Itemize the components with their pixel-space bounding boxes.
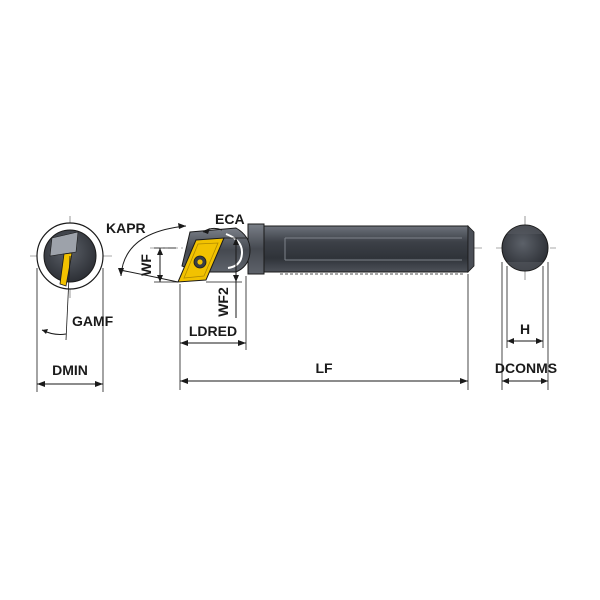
- kapr-arrowhead-upper: [178, 223, 186, 229]
- gamf-arrowhead: [42, 329, 48, 334]
- shank-chamfer: [467, 225, 475, 273]
- lf-arrow-left: [180, 378, 188, 384]
- kapr-label: KAPR: [106, 220, 146, 236]
- ldred-arrow-right: [238, 340, 246, 346]
- eca-angle-arc: [202, 227, 223, 233]
- side-view: KAPR ECA WF WF2 LDRED LF: [106, 211, 482, 390]
- chip-pocket: [49, 231, 79, 257]
- shank-flat-bottom: [507, 262, 543, 271]
- shank-end-face: [501, 224, 549, 272]
- dmin-label: DMIN: [52, 362, 88, 378]
- dmin-arrow-right: [95, 381, 103, 387]
- wf-arrow-top: [157, 248, 163, 255]
- kapr-reference-line: [119, 269, 179, 283]
- wf-label: WF: [138, 254, 154, 276]
- dconms-arrow-right: [541, 378, 548, 384]
- dconms-label: DCONMS: [495, 360, 557, 376]
- insert-screw-hole: [197, 259, 203, 265]
- dmin-arrow-left: [37, 381, 45, 387]
- wf2-arrow-top: [233, 238, 239, 245]
- rear-end-view: H DCONMS: [495, 216, 557, 390]
- h-label: H: [520, 321, 530, 337]
- lf-label: LF: [315, 360, 333, 376]
- kapr-arrowhead-lower: [118, 268, 124, 276]
- wf2-label: WF2: [215, 287, 231, 317]
- gamf-reference-line: [65, 255, 71, 341]
- shank-flat-top: [507, 225, 543, 234]
- eca-label: ECA: [215, 211, 245, 227]
- wf-arrow-bottom: [157, 275, 163, 282]
- ldred-label: LDRED: [189, 323, 237, 339]
- front-end-view: GAMF DMIN: [30, 216, 114, 392]
- eca-arrowhead: [203, 228, 210, 234]
- dconms-arrow-left: [502, 378, 509, 384]
- bar-shank: [261, 225, 469, 273]
- lf-arrow-right: [460, 378, 468, 384]
- insert-end-view: [59, 252, 73, 287]
- kapr-angle-arc: [120, 225, 187, 277]
- insert-inner-edge: [183, 242, 219, 279]
- gamf-label: GAMF: [72, 313, 114, 329]
- h-arrow-left: [507, 338, 514, 344]
- wf2-arrow-bottom: [233, 275, 239, 282]
- ldred-arrow-left: [180, 340, 188, 346]
- h-arrow-right: [536, 338, 543, 344]
